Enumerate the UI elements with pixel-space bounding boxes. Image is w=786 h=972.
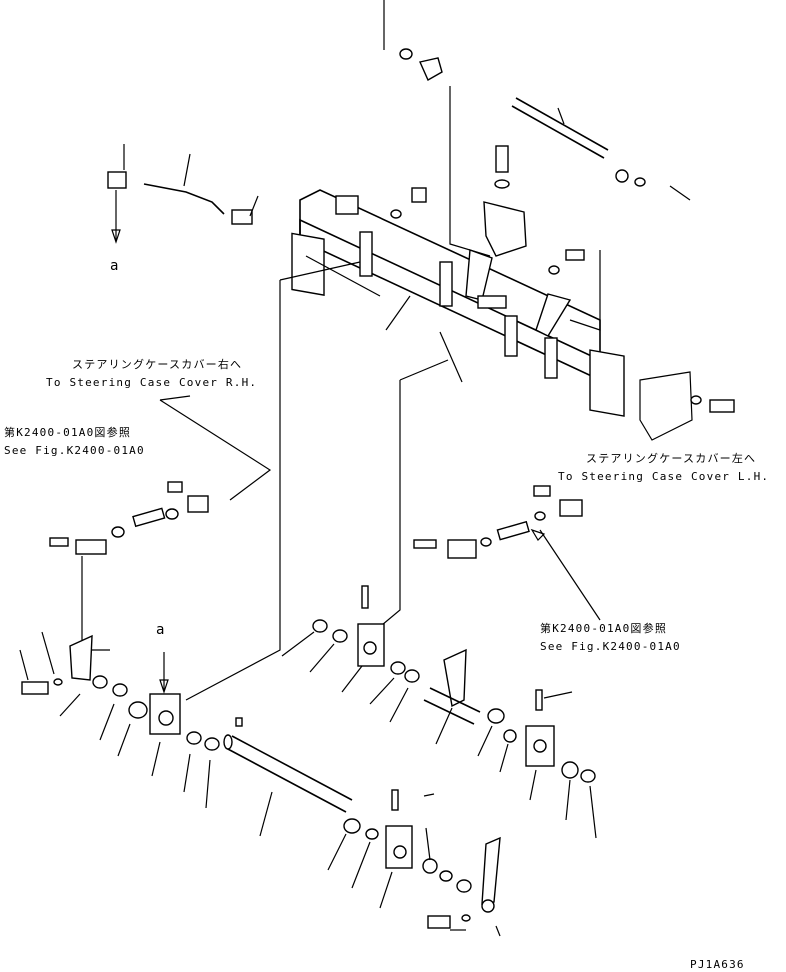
cross-shaft-housing — [291, 189, 625, 417]
middle-bracket — [312, 585, 420, 683]
center-bracket — [483, 145, 527, 257]
right-lever — [423, 648, 517, 743]
note-lh-japanese: ステアリングケースカバー左へ — [586, 451, 756, 465]
cover-plate — [639, 371, 693, 441]
leader-lines-upper — [123, 0, 691, 383]
connector-lines — [159, 255, 449, 701]
marker-a-top: a — [110, 258, 118, 274]
note-rh-japanese: ステアリングケースカバー右へ — [72, 357, 242, 371]
note-rh-english: To Steering Case Cover R.H. — [46, 376, 257, 389]
top-fasteners — [390, 48, 735, 413]
note-ref-right-japanese: 第K2400-01A0図参照 — [540, 621, 667, 635]
main-shaft — [223, 734, 379, 840]
lower-left-bracket — [149, 652, 243, 751]
marker-a-middle: a — [156, 622, 164, 638]
left-rod-assembly — [21, 481, 209, 719]
upper-rod — [511, 97, 629, 183]
lower-right-bracket — [525, 689, 596, 783]
grease-tube — [107, 171, 253, 244]
note-lh-english: To Steering Case Cover L.H. — [558, 470, 769, 483]
leader-lines-lower — [19, 631, 597, 937]
note-ref-right-english: See Fig.K2400-01A0 — [540, 640, 681, 653]
right-rod-assembly — [413, 485, 601, 621]
bottom-bracket — [385, 789, 501, 929]
note-ref-left-japanese: 第K2400-01A0図参照 — [4, 425, 131, 439]
note-ref-left-english: See Fig.K2400-01A0 — [4, 444, 145, 457]
drawing-code: PJ1A636 — [690, 958, 745, 971]
